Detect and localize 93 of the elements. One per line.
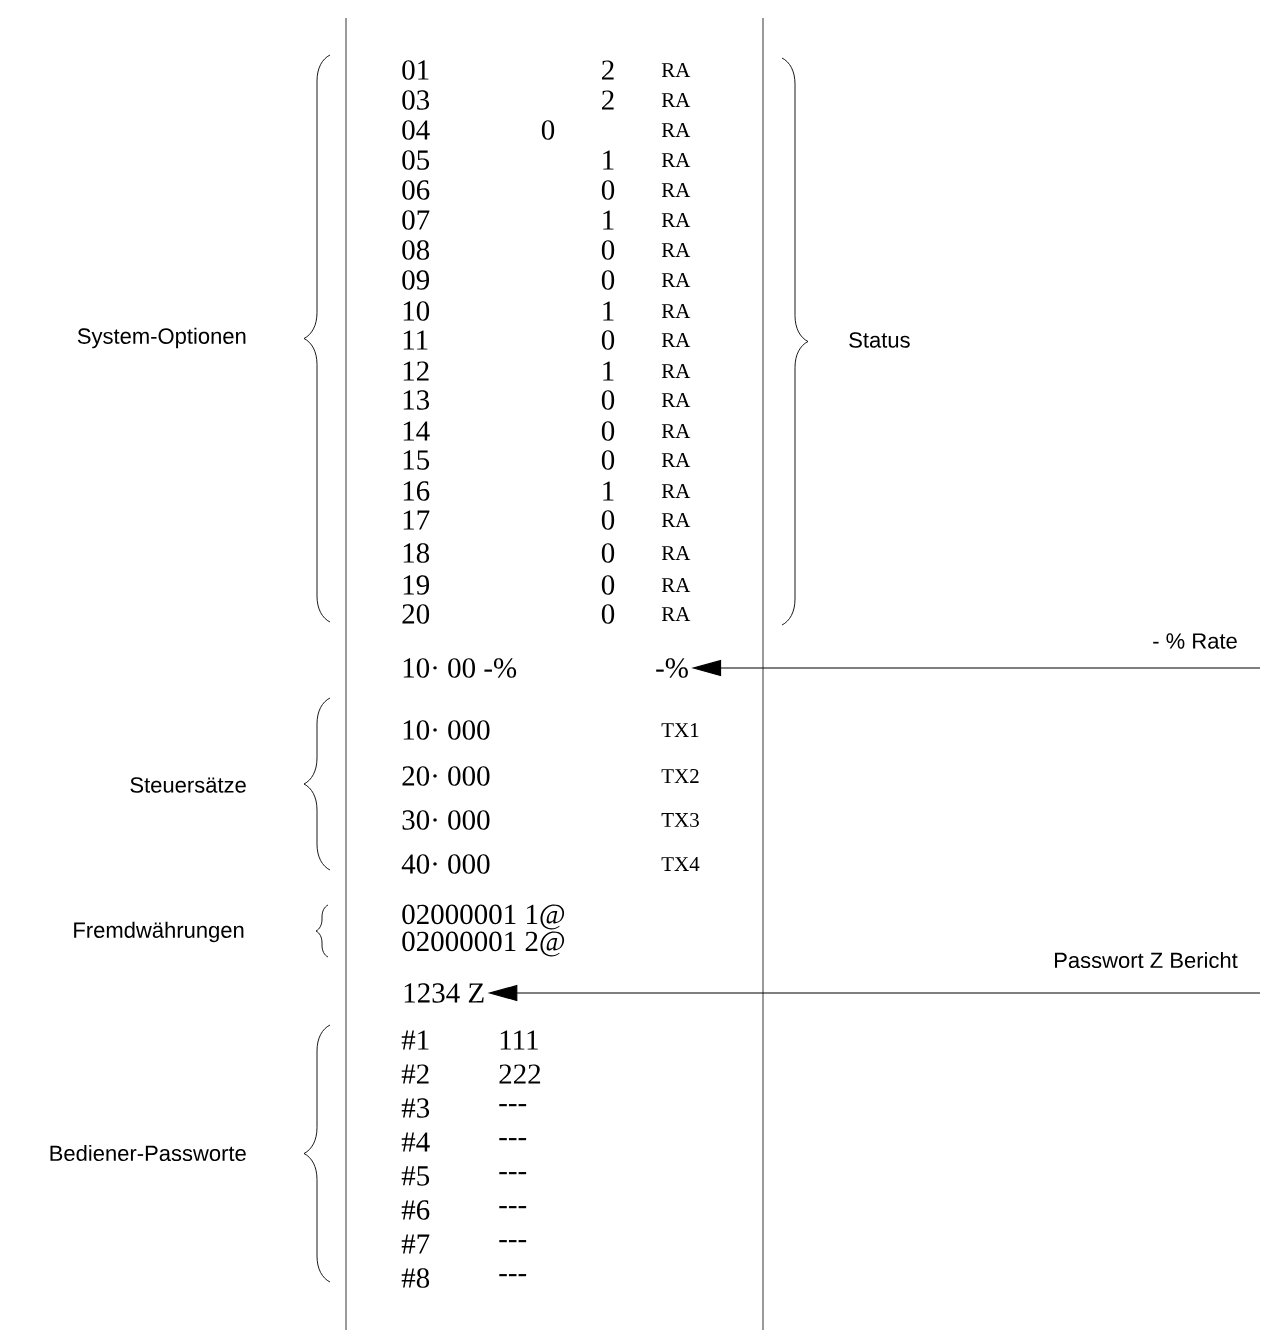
receipt-text: TX1 [661, 723, 699, 737]
receipt-text: #6 [401, 1200, 430, 1220]
receipt-text: 2 [602, 60, 614, 80]
receipt-text: RA [661, 364, 691, 378]
receipt-text: 0 [601, 575, 615, 595]
receipt-text: 01 [402, 60, 429, 80]
receipt-text: 40· 000 [401, 854, 490, 874]
receipt-text: RA [661, 546, 691, 560]
receipt-text: 19 [403, 575, 429, 595]
receipt-text: #7 [401, 1234, 430, 1254]
callout-label: - % Rate [1153, 633, 1237, 649]
receipt-text: 1 [603, 361, 614, 381]
receipt-text: 1 [603, 210, 614, 230]
receipt-text: #2 [401, 1064, 429, 1084]
receipt-text: 07 [402, 210, 430, 230]
receipt-text: 1234 Z [404, 983, 484, 1003]
receipt-text: 02000001 2@ [402, 931, 565, 957]
receipt-text: TX4 [661, 857, 700, 871]
section-label: Status [849, 332, 910, 348]
receipt-text: #3 [401, 1098, 430, 1118]
receipt-text: 0 [601, 240, 615, 260]
receipt-text: 1 [603, 481, 614, 501]
receipt-text: 0 [601, 450, 615, 470]
callout-label: Passwort Z Bericht [1055, 951, 1238, 969]
receipt-text: --- [499, 1138, 527, 1141]
receipt-text: #1 [401, 1030, 429, 1050]
receipt-text: 14 [403, 421, 430, 441]
receipt-text: 15 [403, 450, 430, 470]
receipt-text: #5 [401, 1166, 430, 1186]
receipt-text: #4 [401, 1132, 430, 1152]
receipt-text: 20 [402, 604, 430, 624]
receipt-text: 16 [403, 481, 430, 501]
receipt-text: 0 [601, 510, 615, 530]
receipt-text: 11 [403, 330, 428, 350]
receipt-text: 222 [499, 1064, 541, 1084]
receipt-text: 02000001 1@ [402, 904, 565, 930]
receipt-text: 0 [601, 543, 615, 563]
receipt-text: 08 [402, 240, 430, 260]
receipt-text: 0 [601, 421, 615, 441]
receipt-text: 05 [402, 150, 430, 170]
receipt-text: -% [656, 658, 688, 678]
receipt-text: 09 [402, 270, 429, 290]
receipt-text: 17 [403, 510, 430, 530]
receipt-text: RA [661, 153, 691, 167]
receipt-text: --- [499, 1240, 527, 1243]
receipt-text: 1 [603, 150, 614, 170]
receipt-text: RA [661, 513, 691, 527]
receipt-text: 111 [500, 1030, 538, 1050]
receipt-text: RA [661, 93, 691, 107]
receipt-text: RA [661, 393, 691, 407]
section-label: Steuersätze [130, 777, 246, 793]
receipt-text: RA [661, 273, 691, 287]
receipt-text: TX2 [661, 769, 699, 783]
receipt-text: RA [661, 453, 691, 467]
receipt-text: 06 [402, 180, 430, 200]
receipt-text: RA [661, 243, 691, 257]
receipt-text: --- [499, 1274, 527, 1277]
receipt-text: TX3 [661, 812, 699, 828]
receipt-text: 10 [403, 301, 430, 321]
receipt-text: 18 [403, 543, 430, 563]
receipt-text: RA [661, 183, 691, 197]
receipt-text: 0 [541, 120, 555, 140]
receipt-text: 12 [403, 361, 429, 381]
receipt-text: 30· 000 [402, 810, 490, 830]
section-label: Bediener-Passworte [50, 1144, 246, 1162]
receipt-text: RA [661, 484, 691, 498]
receipt-text: RA [661, 63, 691, 77]
receipt-text: RA [661, 123, 691, 137]
receipt-text: 2 [602, 90, 614, 110]
receipt-text: 20· 000 [402, 766, 490, 786]
receipt-text: 0 [601, 180, 615, 200]
receipt-text: 0 [601, 330, 615, 350]
receipt-text: 10· 00 -% [403, 658, 517, 678]
receipt-text: 0 [601, 604, 615, 624]
receipt-text: RA [661, 578, 691, 592]
receipt-text: 04 [402, 120, 430, 140]
receipt-text: RA [661, 333, 691, 347]
receipt-text: 0 [601, 390, 615, 410]
receipt-text: 0 [601, 270, 615, 290]
section-label: Fremdwährungen [74, 921, 244, 943]
receipt-text: RA [661, 607, 691, 621]
receipt-text: #8 [401, 1268, 430, 1288]
receipt-text: RA [661, 213, 691, 227]
receipt-text: --- [499, 1104, 527, 1107]
receipt-text: 10· 000 [403, 720, 490, 740]
receipt-text: 03 [402, 90, 430, 110]
receipt-text: --- [499, 1172, 527, 1175]
receipt-text: 13 [403, 390, 430, 410]
section-label: System-Optionen [77, 327, 246, 349]
receipt-text: RA [661, 424, 691, 438]
receipt-text: --- [499, 1206, 527, 1209]
receipt-text: RA [661, 304, 691, 318]
receipt-text: 1 [603, 301, 614, 321]
